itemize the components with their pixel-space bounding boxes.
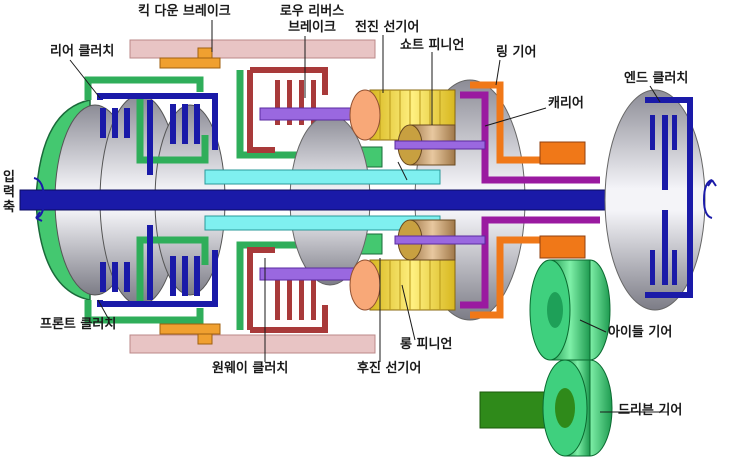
label-short-pinion: 쇼트 피니언 bbox=[400, 38, 465, 53]
low-reverse-brake bbox=[247, 67, 328, 333]
transmission-case bbox=[129, 39, 376, 354]
label-low-reverse-brake: 로우 리버스 브레이크 bbox=[270, 4, 354, 36]
low-reverse-brake-plates bbox=[275, 80, 316, 320]
label-low-reverse-brake-line1: 로우 리버스 bbox=[279, 4, 345, 19]
ring-gear-output-lower bbox=[539, 235, 586, 259]
end-clutch bbox=[645, 97, 693, 298]
rear-clutch-plates bbox=[100, 104, 200, 296]
rotation-arrow-icon bbox=[702, 179, 717, 219]
kickdown-brake bbox=[159, 47, 221, 345]
sun-gear-shaft bbox=[204, 169, 441, 231]
pinion-shafts bbox=[394, 140, 486, 245]
label-front-clutch: 프론트 클러치 bbox=[40, 317, 117, 332]
drive-gear bbox=[479, 359, 613, 457]
ring-gear-output-upper bbox=[539, 141, 586, 165]
label-one-way-clutch: 원웨이 클러치 bbox=[212, 361, 289, 376]
ring-gear bbox=[470, 81, 545, 319]
label-low-reverse-brake-line2: 브레이크 bbox=[288, 20, 336, 35]
rotation-arrow-icon bbox=[33, 177, 46, 222]
label-input-shaft: 입력축 bbox=[3, 170, 15, 215]
carrier bbox=[460, 91, 600, 309]
idle-gear bbox=[529, 259, 611, 361]
label-forward-sun-gear: 전진 선기어 bbox=[355, 20, 420, 35]
label-rear-clutch: 리어 클러치 bbox=[50, 44, 115, 59]
label-kickdown-brake: 킥 다운 브레이크 bbox=[138, 4, 231, 19]
label-long-pinion: 롱 피니언 bbox=[400, 337, 453, 352]
label-reverse-sun-gear: 후진 선기어 bbox=[357, 361, 422, 376]
label-drive-gear: 드리븐 기어 bbox=[618, 403, 683, 418]
leader-lines bbox=[69, 20, 668, 413]
long-pinion-lower bbox=[349, 259, 456, 311]
label-end-clutch: 엔드 클러치 bbox=[624, 71, 689, 86]
label-idle-gear: 아이들 기어 bbox=[608, 325, 673, 340]
label-carrier: 캐리어 bbox=[548, 96, 584, 111]
end-clutch-plates bbox=[650, 115, 677, 285]
input-shaft bbox=[19, 189, 693, 211]
one-way-clutch bbox=[259, 107, 356, 281]
label-ring-gear: 링 기어 bbox=[496, 45, 537, 60]
